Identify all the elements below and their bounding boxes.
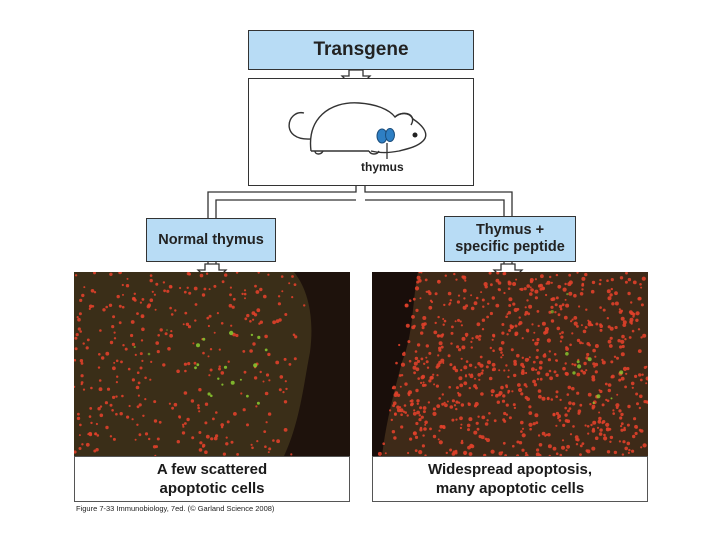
caption-left-line1: A few scattered <box>156 461 268 478</box>
caption-peptide: Widespread apoptosis, many apoptotic cel… <box>372 456 648 502</box>
thymus-peptide-box: Thymus + specific peptide <box>444 216 576 262</box>
transgene-box: Transgene <box>248 30 474 70</box>
caption-left-line2: apoptotic cells <box>159 480 265 497</box>
caption-normal: A few scattered apoptotic cells <box>74 456 350 502</box>
peptide-label-line2: specific peptide <box>455 239 565 255</box>
thymus-label: thymus <box>361 160 404 174</box>
figure-credit: Figure 7-33 Immunobiology, 7ed. (© Garla… <box>76 504 275 513</box>
micrograph-peptide-thymus <box>372 272 648 456</box>
caption-right-line1: Widespread apoptosis, <box>427 461 593 478</box>
mouse-illustration-box <box>248 78 474 186</box>
normal-thymus-label: Normal thymus <box>158 232 264 248</box>
caption-right-line2: many apoptotic cells <box>435 480 585 497</box>
micrograph-normal-thymus <box>74 272 350 456</box>
peptide-label-line1: Thymus + <box>475 222 545 238</box>
mouse-drawing <box>288 102 427 159</box>
transgene-label: Transgene <box>313 39 409 60</box>
normal-thymus-box: Normal thymus <box>146 218 276 262</box>
